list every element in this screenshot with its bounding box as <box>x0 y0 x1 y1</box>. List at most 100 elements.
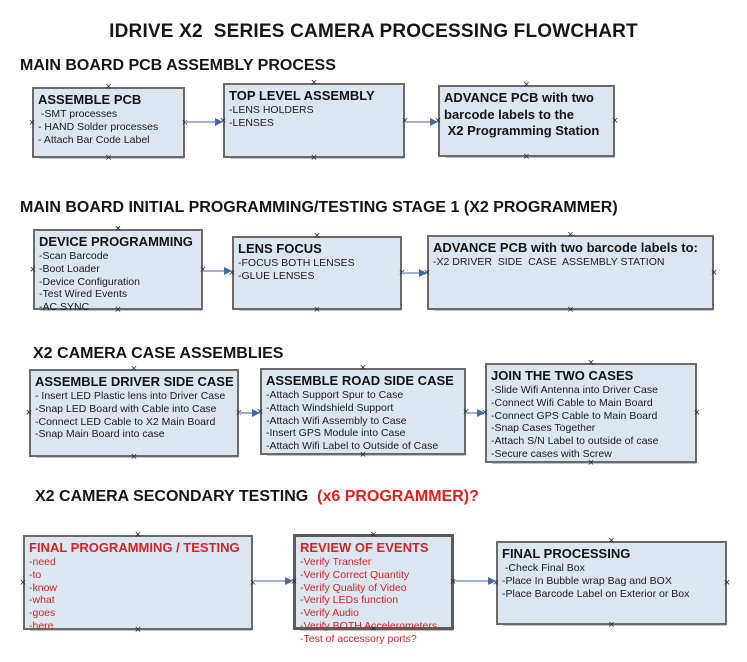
arrow-line <box>239 412 253 414</box>
connection-handle-icon <box>310 79 318 87</box>
box-item: -Verify Quality of Video <box>300 581 407 594</box>
arrow-head-icon <box>419 269 427 277</box>
box-item: -Check Final Box <box>502 562 585 574</box>
flow-box-advance-pcb-driver-side: ADVANCE PCB with two barcode labels to: … <box>427 235 714 310</box>
section-heading-case-assemblies: X2 CAMERA CASE ASSEMBLIES <box>33 345 284 362</box>
arrow-head-icon <box>488 577 496 585</box>
arrow-line <box>253 580 286 582</box>
box-title: DEVICE PROGRAMMING <box>39 234 193 249</box>
box-items: -Verify Transfer-Verify Correct Quantity… <box>300 556 447 646</box>
box-items: -LENS HOLDERS-LENSES <box>229 104 399 130</box>
box-title: ADVANCE PCB with two barcode labels to: <box>433 240 698 255</box>
box-items: - Insert LED Plastic lens into Driver Ca… <box>35 390 233 441</box>
flow-arrow-d-to-e <box>203 266 232 276</box>
box-item: -Connect Wifi Cable to Main Board <box>491 396 653 409</box>
box-items: -SMT processes- HAND Solder processes- A… <box>38 108 179 146</box>
flow-box-top-level-assembly: TOP LEVEL ASSEMBLY -LENS HOLDERS-LENSES <box>223 83 405 158</box>
connection-handle-icon <box>313 232 321 240</box>
box-items: -Check Final Box-Place In Bubble wrap Ba… <box>502 562 721 600</box>
connection-handle-icon <box>567 231 575 239</box>
arrow-head-icon <box>252 409 260 417</box>
flow-box-join-two-cases: JOIN THE TWO CASES -Slide Wifi Antenna i… <box>485 363 697 463</box>
connection-handle-icon <box>370 531 378 539</box>
connection-handle-icon <box>130 365 138 373</box>
arrow-line <box>405 121 431 123</box>
connection-handle-icon <box>608 537 616 545</box>
connection-handle-icon <box>105 154 113 162</box>
arrow-head-icon <box>224 267 232 275</box>
box-item: -Place In Bubble wrap Bag and BOX <box>502 574 672 587</box>
flow-arrow-h-to-i <box>466 408 485 418</box>
box-item: - Attach Bar Code Label <box>38 133 150 146</box>
box-title: JOIN THE TWO CASES <box>491 368 634 383</box>
flow-box-assemble-pcb: ASSEMBLE PCB -SMT processes- HAND Solder… <box>32 87 185 158</box>
box-item: -Place Barcode Label on Exterior or Box <box>502 587 690 600</box>
box-item: -Scan Barcode <box>39 250 109 262</box>
box-items: -need-to-know-what-goes-here <box>29 556 247 633</box>
connection-handle-icon <box>567 306 575 314</box>
flow-box-assemble-road-side-case: ASSEMBLE ROAD SIDE CASE -Attach Support … <box>260 368 466 455</box>
connection-handle-icon <box>710 269 718 277</box>
box-item: -Attach Wifi Assembly to Case <box>266 414 407 427</box>
arrow-line <box>402 272 420 274</box>
connection-handle-icon <box>611 117 619 125</box>
connection-handle-icon <box>693 409 701 417</box>
box-item: -Connect LED Cable to X2 Main Board <box>35 415 216 428</box>
box-item: -Snap LED Board with Cable into Case <box>35 402 217 415</box>
box-item: -Attach Wifi Label to Outside of Case <box>266 440 439 453</box>
connection-handle-icon <box>313 306 321 314</box>
box-item: -Slide Wifi Antenna into Driver Case <box>491 384 658 396</box>
box-item: -GLUE LENSES <box>238 269 315 282</box>
box-title: ASSEMBLE DRIVER SIDE CASE <box>35 374 234 389</box>
section-heading-pcb-assembly: MAIN BOARD PCB ASSEMBLY PROCESS <box>20 57 336 74</box>
arrow-line <box>466 412 478 414</box>
box-item: -Boot Loader <box>39 262 100 275</box>
box-title: ASSEMBLE PCB <box>38 92 142 107</box>
flow-arrow-b-to-c <box>405 117 438 127</box>
connection-handle-icon <box>523 81 531 89</box>
flow-box-review-of-events: REVIEW OF EVENTS -Verify Transfer-Verify… <box>293 531 454 645</box>
box-item: -SMT processes <box>38 108 118 120</box>
box-item: -Snap Cases Together <box>491 422 596 435</box>
box-item: -need <box>29 556 56 568</box>
box-item: -AC SYNC <box>39 301 90 314</box>
arrow-line <box>454 580 489 582</box>
heading-red-text: (x6 PROGRAMMER)? <box>312 488 479 505</box>
flow-box-lens-focus: LENS FOCUS -FOCUS BOTH LENSES-GLUE LENSE… <box>232 236 402 310</box>
box-item: - HAND Solder processes <box>38 120 159 133</box>
box-item: X2 Programming Station <box>444 123 600 138</box>
box-item: -Attach S/N Label to outside of case <box>491 435 659 448</box>
connection-handle-icon <box>130 453 138 461</box>
box-item: -Connect GPS Cable to Main Board <box>491 409 658 422</box>
flow-arrow-j-to-k <box>253 576 293 586</box>
box-item: -Test Wired Events <box>39 288 128 301</box>
connection-handle-icon <box>114 225 122 233</box>
box-title: FINAL PROCESSING <box>502 546 631 561</box>
connection-handle-icon <box>105 83 113 91</box>
box-item: barcode labels to the <box>444 106 575 122</box>
box-item: -Verify BOTH Accelerometers <box>300 619 438 632</box>
flow-box-final-processing: FINAL PROCESSING -Check Final Box-Place … <box>496 541 727 625</box>
box-item: -Verify Audio <box>300 607 359 620</box>
box-item: -Secure cases with Screw <box>491 447 612 460</box>
connection-handle-icon <box>310 154 318 162</box>
box-item: -Insert GPS Module into Case <box>266 427 406 440</box>
connection-handle-icon <box>723 579 731 587</box>
box-title: REVIEW OF EVENTS <box>300 540 429 555</box>
connection-handle-icon <box>29 266 37 274</box>
box-item: -Attach Support Spur to Case <box>266 389 404 401</box>
box-items: -FOCUS BOTH LENSES-GLUE LENSES <box>238 257 396 283</box>
box-item: ADVANCE PCB with two <box>444 90 594 105</box>
box-item: -Verify Transfer <box>300 556 372 568</box>
box-items: -Scan Barcode-Boot Loader-Device Configu… <box>39 250 197 314</box>
arrow-head-icon <box>477 409 485 417</box>
box-item: -goes <box>29 607 56 620</box>
page-title: IDRIVE X2 SERIES CAMERA PROCESSING FLOWC… <box>109 21 638 42</box>
box-item: -Attach Windshield Support <box>266 401 394 414</box>
box-item: -FOCUS BOTH LENSES <box>238 257 355 269</box>
box-items: -Attach Support Spur to Case-Attach Wind… <box>266 389 460 453</box>
connection-handle-icon <box>523 153 531 161</box>
box-item: -Snap Main Board into case <box>35 428 165 441</box>
box-item: -LENSES <box>229 116 274 129</box>
arrow-head-icon <box>285 577 293 585</box>
